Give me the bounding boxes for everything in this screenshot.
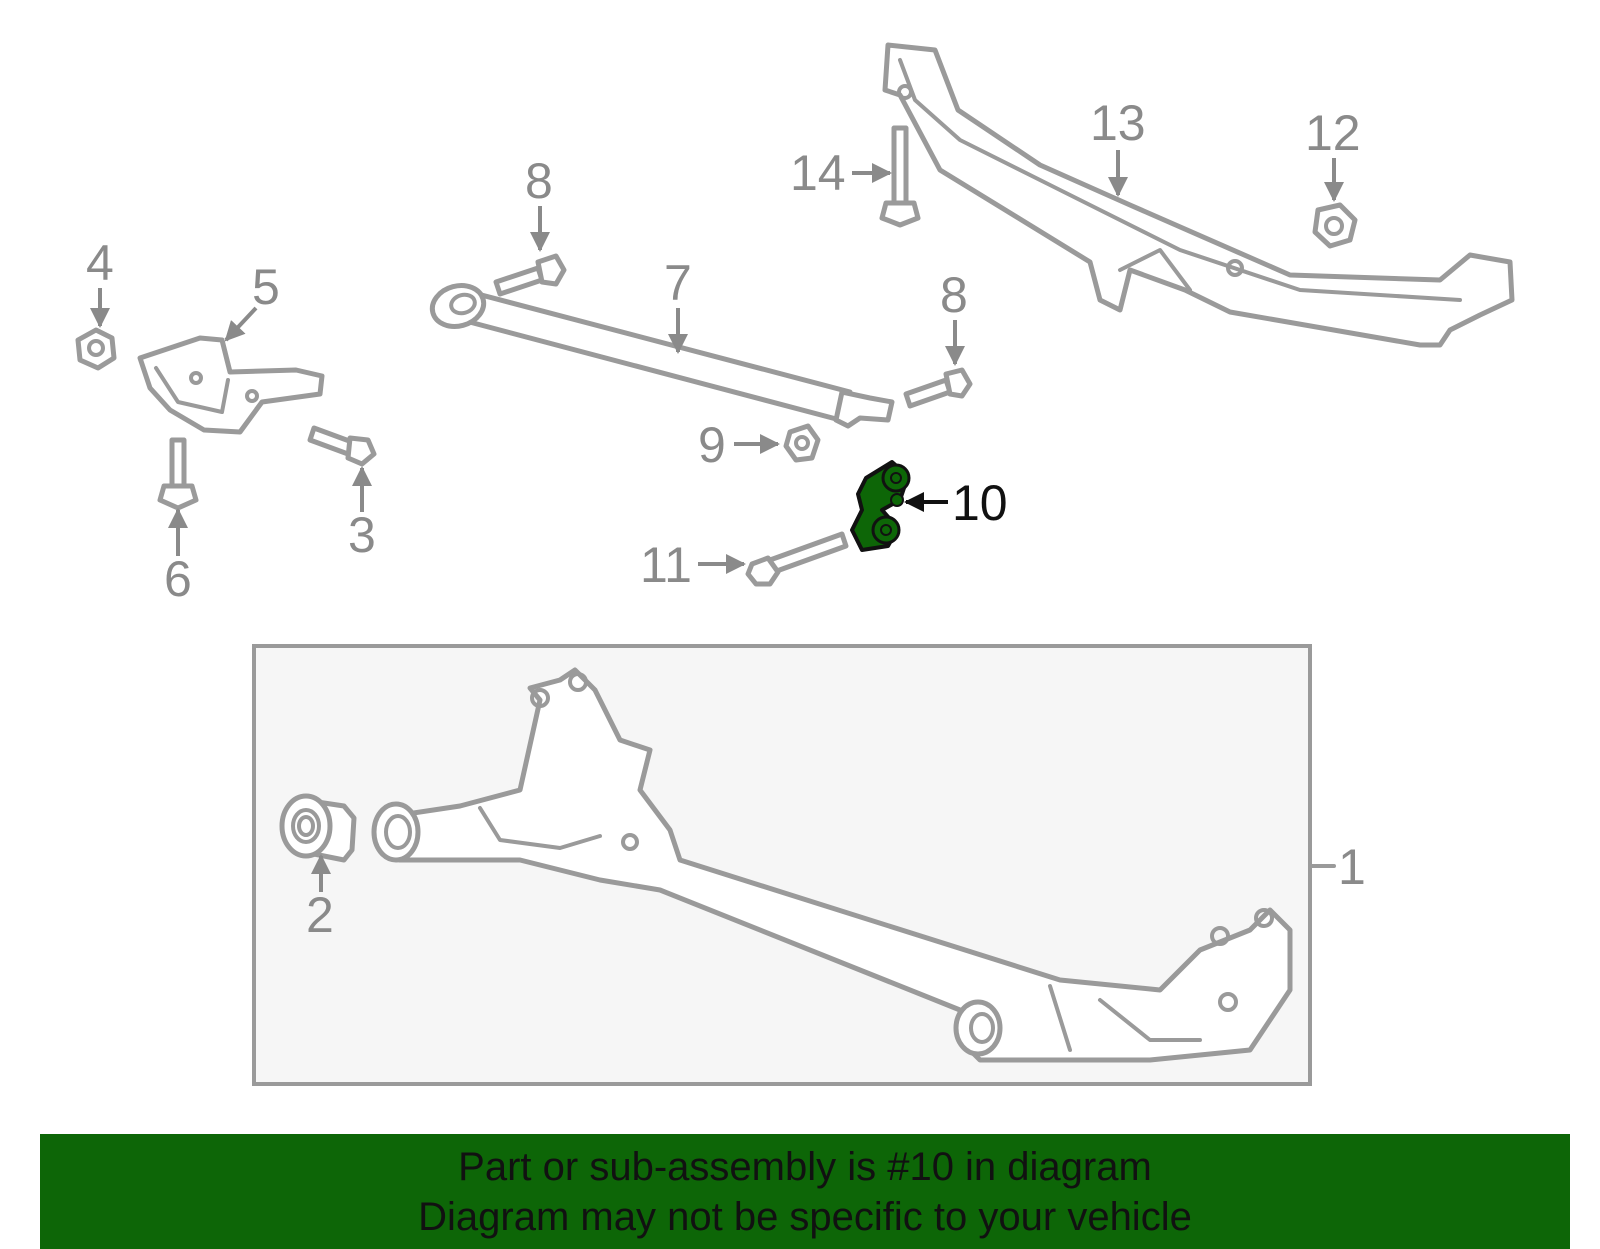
bolt-part-6 bbox=[157, 437, 199, 511]
callout-5: 5 bbox=[224, 259, 280, 342]
callout-8-upper: 8 bbox=[525, 153, 553, 252]
callout-14: 14 bbox=[790, 145, 892, 201]
callout-12: 12 bbox=[1305, 105, 1361, 202]
callout-2: 2 bbox=[306, 854, 334, 943]
nut-part-4 bbox=[75, 327, 117, 371]
banner-line-part-number: Part or sub-assembly is #10 in diagram bbox=[458, 1145, 1152, 1189]
bolt-part-14 bbox=[879, 125, 921, 228]
callout-3: 3 bbox=[348, 466, 376, 563]
svg-text:14: 14 bbox=[790, 145, 846, 201]
svg-text:6: 6 bbox=[164, 551, 192, 607]
callout-4: 4 bbox=[86, 235, 114, 328]
svg-text:11: 11 bbox=[640, 537, 692, 593]
control-rod-part-7 bbox=[429, 283, 895, 429]
svg-text:8: 8 bbox=[525, 153, 553, 209]
callout-7: 7 bbox=[664, 255, 692, 354]
subassembly-box-part-1 bbox=[252, 644, 1312, 1086]
svg-text:1: 1 bbox=[1338, 839, 1366, 895]
parts-diagram: 13 12 14 7 8 8 bbox=[75, 42, 1515, 1086]
svg-text:13: 13 bbox=[1090, 95, 1146, 151]
bolt-part-3 bbox=[307, 425, 377, 467]
callout-8-lower: 8 bbox=[940, 267, 968, 366]
svg-text:8: 8 bbox=[940, 267, 968, 323]
svg-text:2: 2 bbox=[306, 887, 334, 943]
svg-text:5: 5 bbox=[252, 259, 280, 315]
svg-text:12: 12 bbox=[1305, 105, 1361, 161]
svg-text:7: 7 bbox=[664, 255, 692, 311]
info-banner: Part or sub-assembly is #10 in diagram D… bbox=[40, 1134, 1570, 1249]
callout-10: 10 bbox=[904, 475, 1008, 531]
svg-text:9: 9 bbox=[698, 417, 726, 473]
callout-9: 9 bbox=[698, 417, 780, 473]
svg-text:3: 3 bbox=[348, 507, 376, 563]
callout-11: 11 bbox=[640, 537, 746, 593]
nut-part-9 bbox=[783, 423, 821, 463]
link-part-10-highlighted bbox=[850, 460, 911, 552]
bolt-part-11 bbox=[745, 531, 849, 587]
banner-line-disclaimer: Diagram may not be specific to your vehi… bbox=[418, 1195, 1192, 1239]
svg-text:4: 4 bbox=[86, 235, 114, 291]
svg-text:10: 10 bbox=[952, 475, 1008, 531]
crossmember-part-13 bbox=[882, 42, 1515, 348]
callout-13: 13 bbox=[1090, 95, 1146, 197]
bushing-part-2 bbox=[279, 793, 357, 863]
nut-part-12 bbox=[1312, 202, 1358, 249]
callout-6: 6 bbox=[164, 508, 192, 607]
bolt-part-8-upper bbox=[493, 253, 567, 297]
callout-1: 1 bbox=[1310, 839, 1366, 895]
bracket-part-5 bbox=[137, 335, 325, 435]
bolt-part-8-lower bbox=[903, 367, 973, 409]
